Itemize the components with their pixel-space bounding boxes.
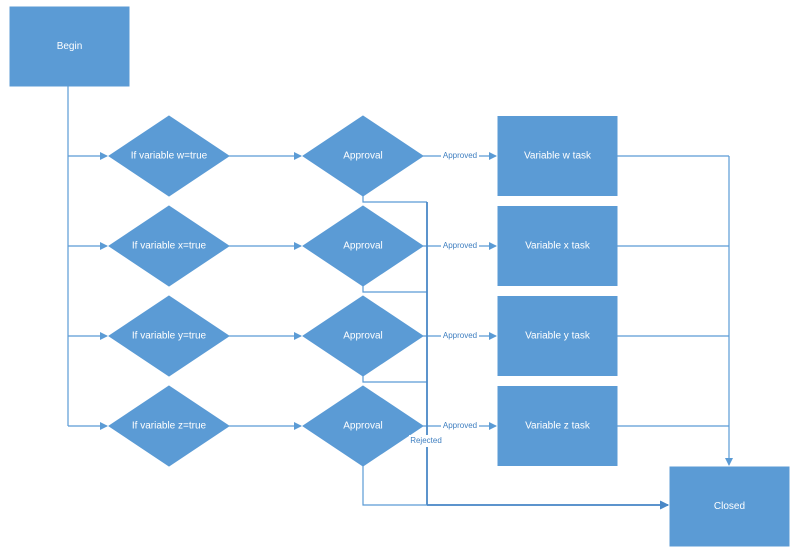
condition-label-1: If variable x=true [132, 241, 207, 252]
task-label-3: Variable z task [525, 421, 591, 432]
condition-diamond-1 [108, 205, 230, 287]
approval-label-1: Approval [343, 241, 382, 252]
rejected-label: Rejected [410, 436, 442, 445]
condition-label-3: If variable z=true [132, 421, 207, 432]
task-box-1 [497, 206, 618, 286]
condition-label-0: If variable w=true [131, 151, 208, 162]
rejected-to-closed-arrow [362, 466, 669, 509]
condition-label-2: If variable y=true [132, 331, 207, 342]
condition-diamond-2 [108, 295, 230, 377]
condition-diamond-0 [108, 115, 230, 197]
approved-label-bg-3 [441, 420, 479, 432]
rejected-label-bg [409, 435, 443, 447]
task-box-2 [497, 296, 618, 376]
approval-label-3: Approval [343, 421, 382, 432]
approved-label-1: Approved [443, 241, 477, 250]
approved-label-2: Approved [443, 331, 477, 340]
rejected-connector-0 [362, 196, 427, 203]
approved-label-bg-1 [441, 240, 479, 252]
rejected-connector-2 [362, 376, 427, 383]
approval-diamond-3 [302, 385, 424, 467]
closed-box [669, 466, 790, 547]
task-box-0 [497, 116, 618, 196]
rejected-connector-1 [362, 286, 427, 293]
approval-diamond-1 [302, 205, 424, 287]
approval-diamond-2 [302, 295, 424, 377]
approval-label-2: Approval [343, 331, 382, 342]
task-box-3 [497, 386, 618, 466]
task-label-2: Variable y task [525, 331, 591, 342]
approved-label-bg-2 [441, 330, 479, 342]
begin-label: Begin [57, 41, 83, 52]
task-label-0: Variable w task [524, 151, 592, 162]
approved-label-0: Approved [443, 151, 477, 160]
approved-label-bg-0 [441, 150, 479, 162]
task-label-1: Variable x task [525, 241, 591, 252]
closed-label: Closed [714, 501, 745, 512]
approved-label-3: Approved [443, 421, 477, 430]
approval-label-0: Approval [343, 151, 382, 162]
condition-diamond-3 [108, 385, 230, 467]
approval-diamond-0 [302, 115, 424, 197]
begin-box [9, 6, 130, 87]
